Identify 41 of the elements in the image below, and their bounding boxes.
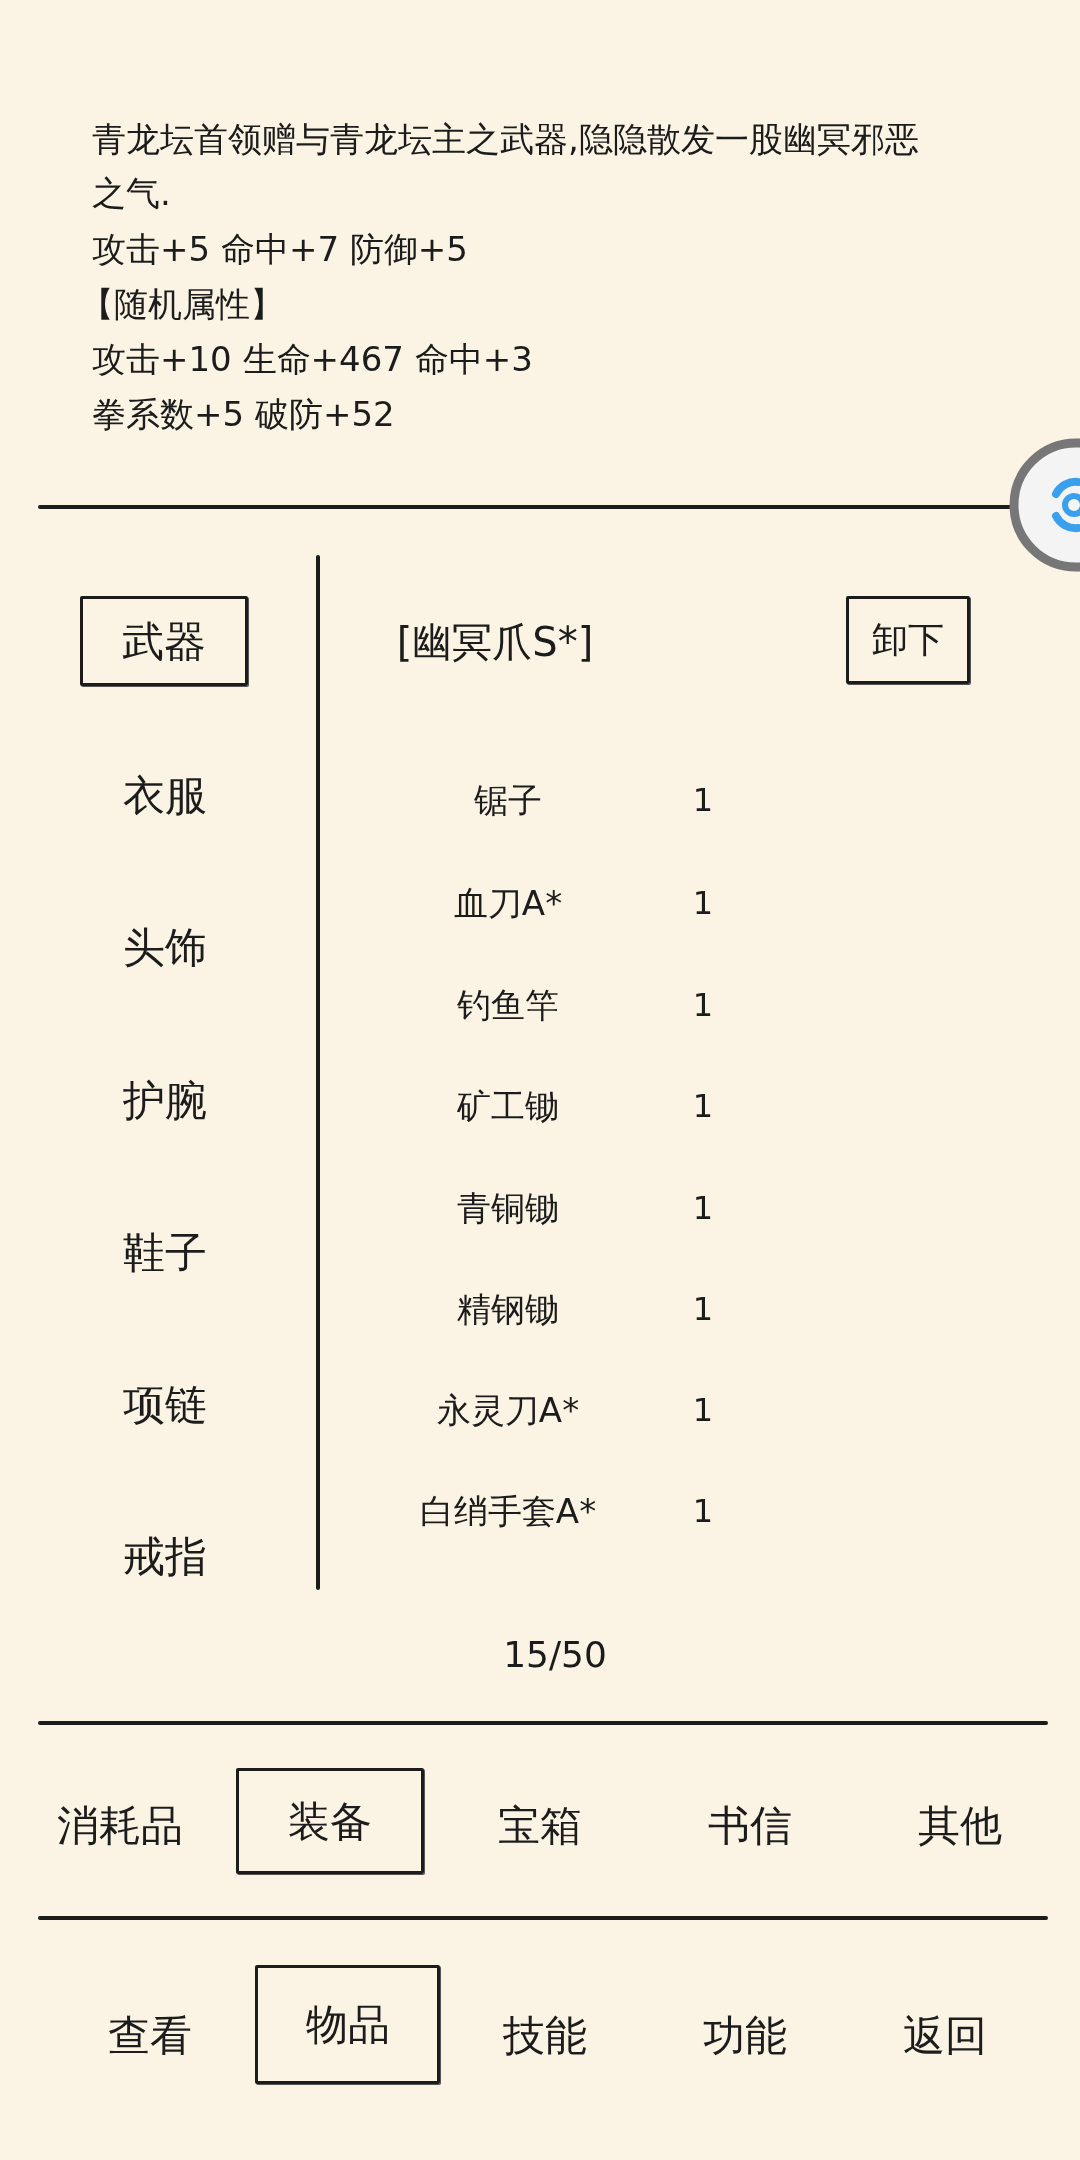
menu-button: 物品 xyxy=(255,1965,440,2084)
item-count: 1 xyxy=(692,1188,714,1229)
menu-label: 功能 xyxy=(703,2009,787,2062)
unequip-button: 卸下 xyxy=(846,596,970,684)
category-tab-button: 武器 xyxy=(80,596,248,686)
item-name: 白绡手套A* xyxy=(419,1489,597,1533)
item-count: 1 xyxy=(692,985,714,1026)
category-label: 项链 xyxy=(123,1378,207,1431)
category-label: 护腕 xyxy=(123,1074,207,1127)
page-counter: 15/50 xyxy=(503,1633,607,1677)
item-name: 锯子 xyxy=(474,778,542,822)
category-label: 鞋子 xyxy=(123,1226,207,1279)
stat-text: 拳系数+5 破防+52 xyxy=(92,393,395,436)
item-count: 1 xyxy=(692,1086,714,1127)
menu-label: 技能 xyxy=(503,2009,587,2062)
stat-text: 攻击+5 命中+7 防御+5 xyxy=(92,228,468,271)
stat-text: 攻击+10 生命+467 命中+3 xyxy=(92,338,533,381)
item-count: 1 xyxy=(692,1390,714,1431)
item-name: 矿工锄 xyxy=(457,1084,559,1128)
tab-label: 书信 xyxy=(708,1799,792,1852)
item-count: 1 xyxy=(692,780,714,821)
menu-label: 查看 xyxy=(108,2009,192,2062)
section-heading: 【随机属性】 xyxy=(80,283,284,326)
item-count: 1 xyxy=(692,883,714,924)
tab-button: 装备 xyxy=(236,1768,424,1874)
category-label: 头饰 xyxy=(123,921,207,974)
item-count: 1 xyxy=(692,1289,714,1330)
item-count: 1 xyxy=(692,1491,714,1532)
tab-label: 消耗品 xyxy=(57,1799,183,1852)
category-label: 戒指 xyxy=(123,1530,207,1583)
category-label: 衣服 xyxy=(123,769,207,822)
item-name: 永灵刀A* xyxy=(436,1388,580,1432)
menu-label: 返回 xyxy=(903,2009,987,2062)
tab-label: 宝箱 xyxy=(498,1799,582,1852)
item-name: 钓鱼竿 xyxy=(457,983,559,1027)
item-name: 青铜锄 xyxy=(457,1186,559,1230)
tab-label: 其他 xyxy=(918,1799,1002,1852)
description-text: 青龙坛首领赠与青龙坛主之武器,隐隐散发一股幽冥邪恶之气. xyxy=(92,118,920,216)
item-name: 精钢锄 xyxy=(457,1287,559,1331)
equipped-item-name: [幽冥爪S*] xyxy=(396,618,594,667)
item-name: 血刀A* xyxy=(453,881,563,925)
